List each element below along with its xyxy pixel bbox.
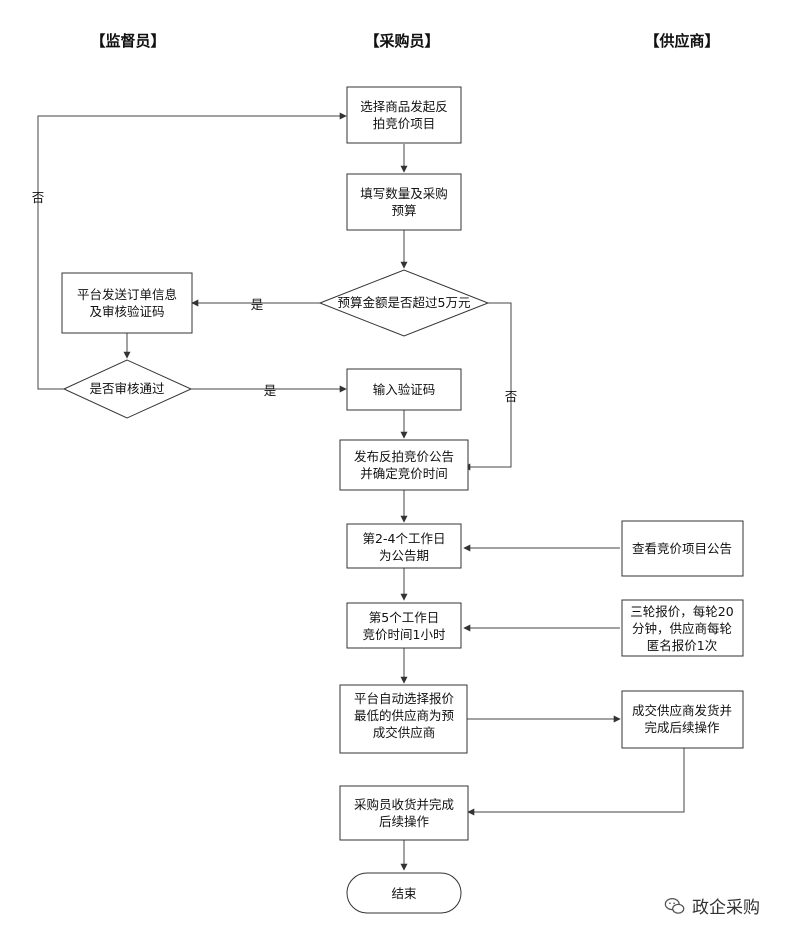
node-auto-select bbox=[339, 684, 468, 754]
node-bid-time bbox=[346, 602, 462, 649]
watermark: 政企采购 bbox=[664, 893, 760, 918]
text-fill-qty: 填写数量及采购预算 bbox=[360, 186, 448, 218]
node-publish bbox=[339, 439, 469, 491]
node-budget-check bbox=[318, 269, 490, 337]
text-approved-check: 是否审核通过 bbox=[89, 381, 165, 396]
lane-supervisor: 【监督员】 bbox=[90, 32, 166, 50]
wechat-icon bbox=[664, 897, 685, 914]
node-view-notice bbox=[621, 520, 744, 577]
node-buyer-receive bbox=[339, 785, 469, 841]
text-publish: 发布反拍竞价公告并确定竞价时间 bbox=[354, 449, 454, 481]
node-approved-check bbox=[62, 359, 193, 419]
text-auto-select: 平台自动选择报价最低的供应商为预成交供应商 bbox=[354, 691, 455, 740]
node-three-rounds bbox=[621, 599, 744, 657]
label-no-left: 否 bbox=[32, 190, 45, 205]
watermark-text: 政企采购 bbox=[692, 898, 760, 918]
label-yes-approved: 是 bbox=[264, 383, 277, 398]
text-deal-supplier: 成交供应商发货并完成后续操作 bbox=[632, 703, 732, 735]
edge-budget-no bbox=[463, 302, 512, 471]
label-no-right: 否 bbox=[505, 389, 518, 404]
node-notice-period bbox=[346, 523, 462, 569]
text-end: 结束 bbox=[391, 886, 417, 901]
node-end bbox=[346, 872, 462, 914]
text-send-order: 平台发送订单信息及审核验证码 bbox=[77, 287, 177, 319]
node-select-goods bbox=[346, 86, 462, 144]
text-budget-check: 预算金额是否超过5万元 bbox=[338, 295, 471, 310]
node-send-order bbox=[61, 272, 193, 334]
lane-supplier: 【供应商】 bbox=[644, 32, 720, 50]
node-input-code bbox=[346, 368, 462, 411]
text-bid-time: 第5个工作日竞价时间1小时 bbox=[363, 610, 446, 642]
text-notice-period: 第2-4个工作日为公告期 bbox=[363, 531, 446, 563]
label-yes-budget: 是 bbox=[251, 297, 264, 312]
text-view-notice: 查看竞价项目公告 bbox=[632, 541, 732, 556]
lane-buyer: 【采购员】 bbox=[364, 32, 440, 50]
node-deal-supplier bbox=[621, 690, 744, 749]
edge-deal-to-receive bbox=[467, 748, 685, 816]
text-input-code: 输入验证码 bbox=[373, 382, 436, 397]
edge-approved-no bbox=[37, 112, 347, 390]
text-buyer-receive: 采购员收货并完成后续操作 bbox=[354, 797, 454, 829]
text-select-goods: 选择商品发起反拍竞价项目 bbox=[360, 99, 448, 131]
node-fill-qty bbox=[346, 173, 462, 231]
